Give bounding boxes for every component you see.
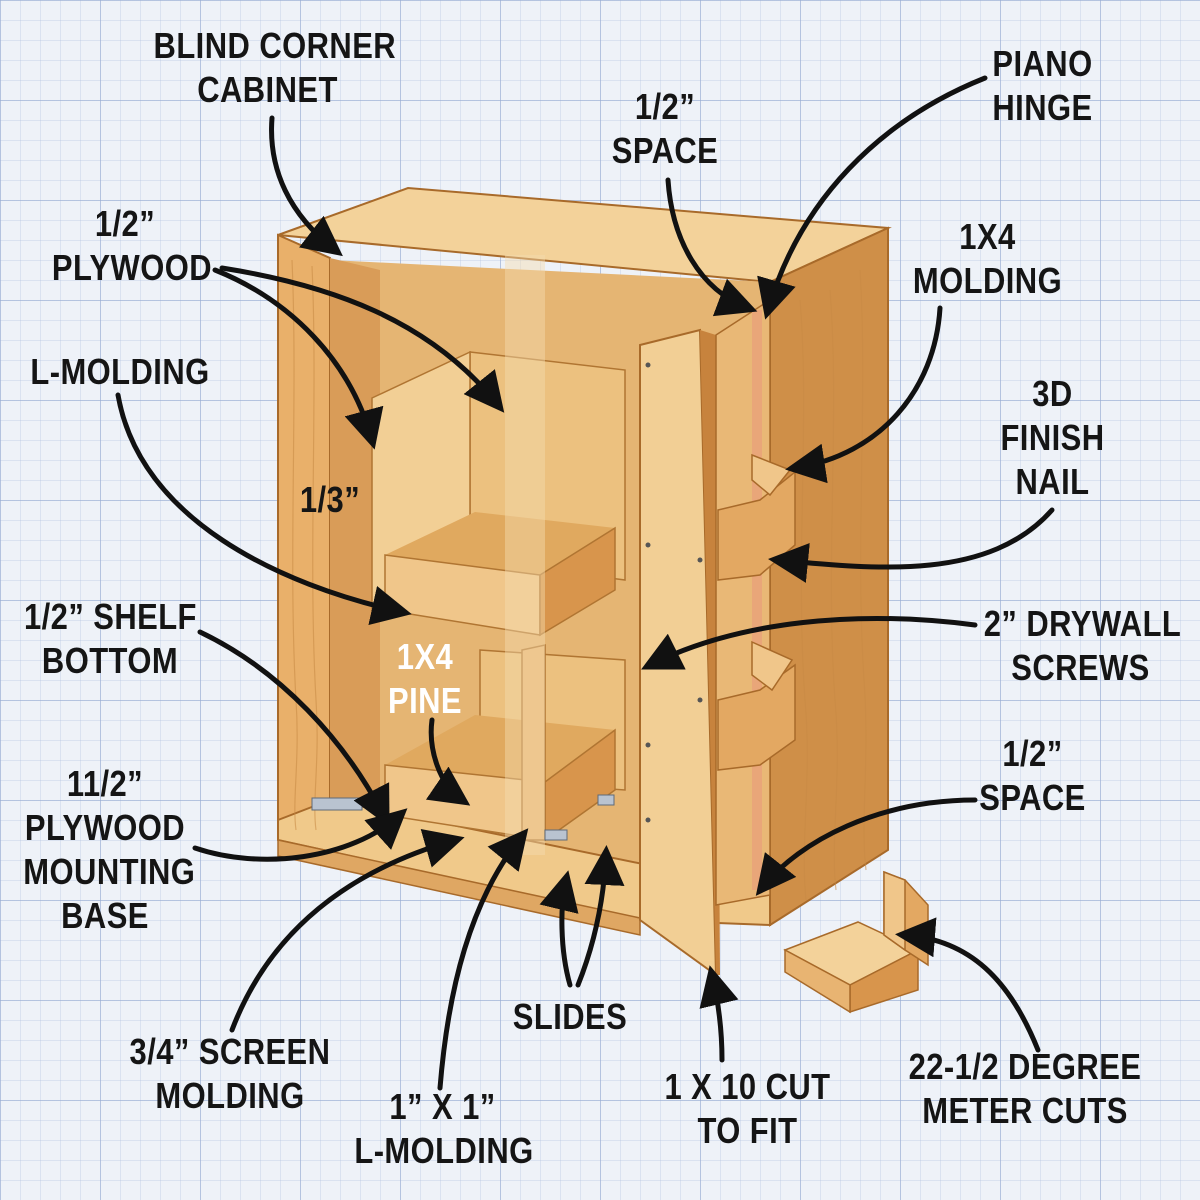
label-mounting-base: 11/2” PLYWOOD MOUNTING BASE [23,763,196,936]
door-panel-edge [700,330,720,975]
arrow-1x4-molding [785,305,943,484]
piano-hinge [752,310,762,890]
slide-right [597,794,615,806]
arrow-screen-molding [229,829,465,1033]
upper-tray-inside [385,512,615,575]
arrow-1x1-l-molding [437,828,529,1091]
translucent-divider [505,255,545,855]
arrow-piano-hinge [757,75,988,320]
lower-door-molding [751,640,794,692]
upper-tray-side [539,526,616,637]
arrow-finish-nail [768,507,1055,583]
label-meter-cuts: 22-1/2 DEGREE METER CUTS [908,1046,1142,1131]
label-3d-finish-nail: 3D FINISH NAIL [1000,373,1105,502]
arrow-cut-to-fit [699,965,739,1063]
arrow-drywall-screws [641,616,978,670]
lower-door-shelf [717,663,796,771]
slide-left [311,797,363,811]
arrow-slides-right [575,845,625,988]
label-half-inch-shelf-bottom: 1/2” SHELF BOTTOM [24,596,197,681]
arrow-space-bottom [755,797,978,896]
cabinet-right-side [769,226,889,927]
label-drywall-screws: 2” DRYWALL SCREWS [983,603,1182,688]
slide-center [544,829,568,841]
arrow-meter-cuts [895,917,1041,1053]
wood-grain [291,259,867,901]
arrow-space-top [665,177,758,317]
label-1x1-l-molding: 1” X 1” L-MOLDING [354,1086,534,1171]
label-l-molding: L-MOLDING [30,351,210,392]
label-half-inch-space-top: 1/2” SPACE [611,86,719,171]
lower-tray-inside [385,715,615,782]
upper-door-molding [751,453,792,497]
arrow-plywood-right [219,265,505,413]
arrow-plywood-left [212,267,384,450]
mitered-piece [783,870,929,1014]
label-half-inch-plywood: 1/2” PLYWOOD [51,203,213,288]
label-blind-corner-cabinet: BLIND CORNER CABINET [153,25,397,110]
arrow-slides-left [539,870,579,988]
arrow-1x4-pine [425,717,471,806]
cabinet-inner-left-wall [330,258,380,830]
label-half-inch-space-bottom: 1/2” SPACE [979,733,1086,818]
leader-arrows [115,75,1055,1091]
arrow-mounting-base [192,808,408,862]
arrow-shelf-bottom [197,629,390,827]
label-piano-hinge: PIANO HINGE [992,43,1093,128]
label-1x4-pine: 1X4 PINE [388,636,462,721]
label-screen-molding: 3/4” SCREEN MOLDING [129,1031,331,1116]
arrow-blind-corner [269,115,343,257]
label-1x4-molding: 1X4 MOLDING [912,216,1063,301]
label-1x10-cut-to-fit: 1 X 10 CUT TO FIT [664,1066,831,1151]
label-one-third: 1/3” [299,479,361,520]
arrow-l-molding [115,392,412,626]
label-slides: SLIDES [512,996,628,1037]
